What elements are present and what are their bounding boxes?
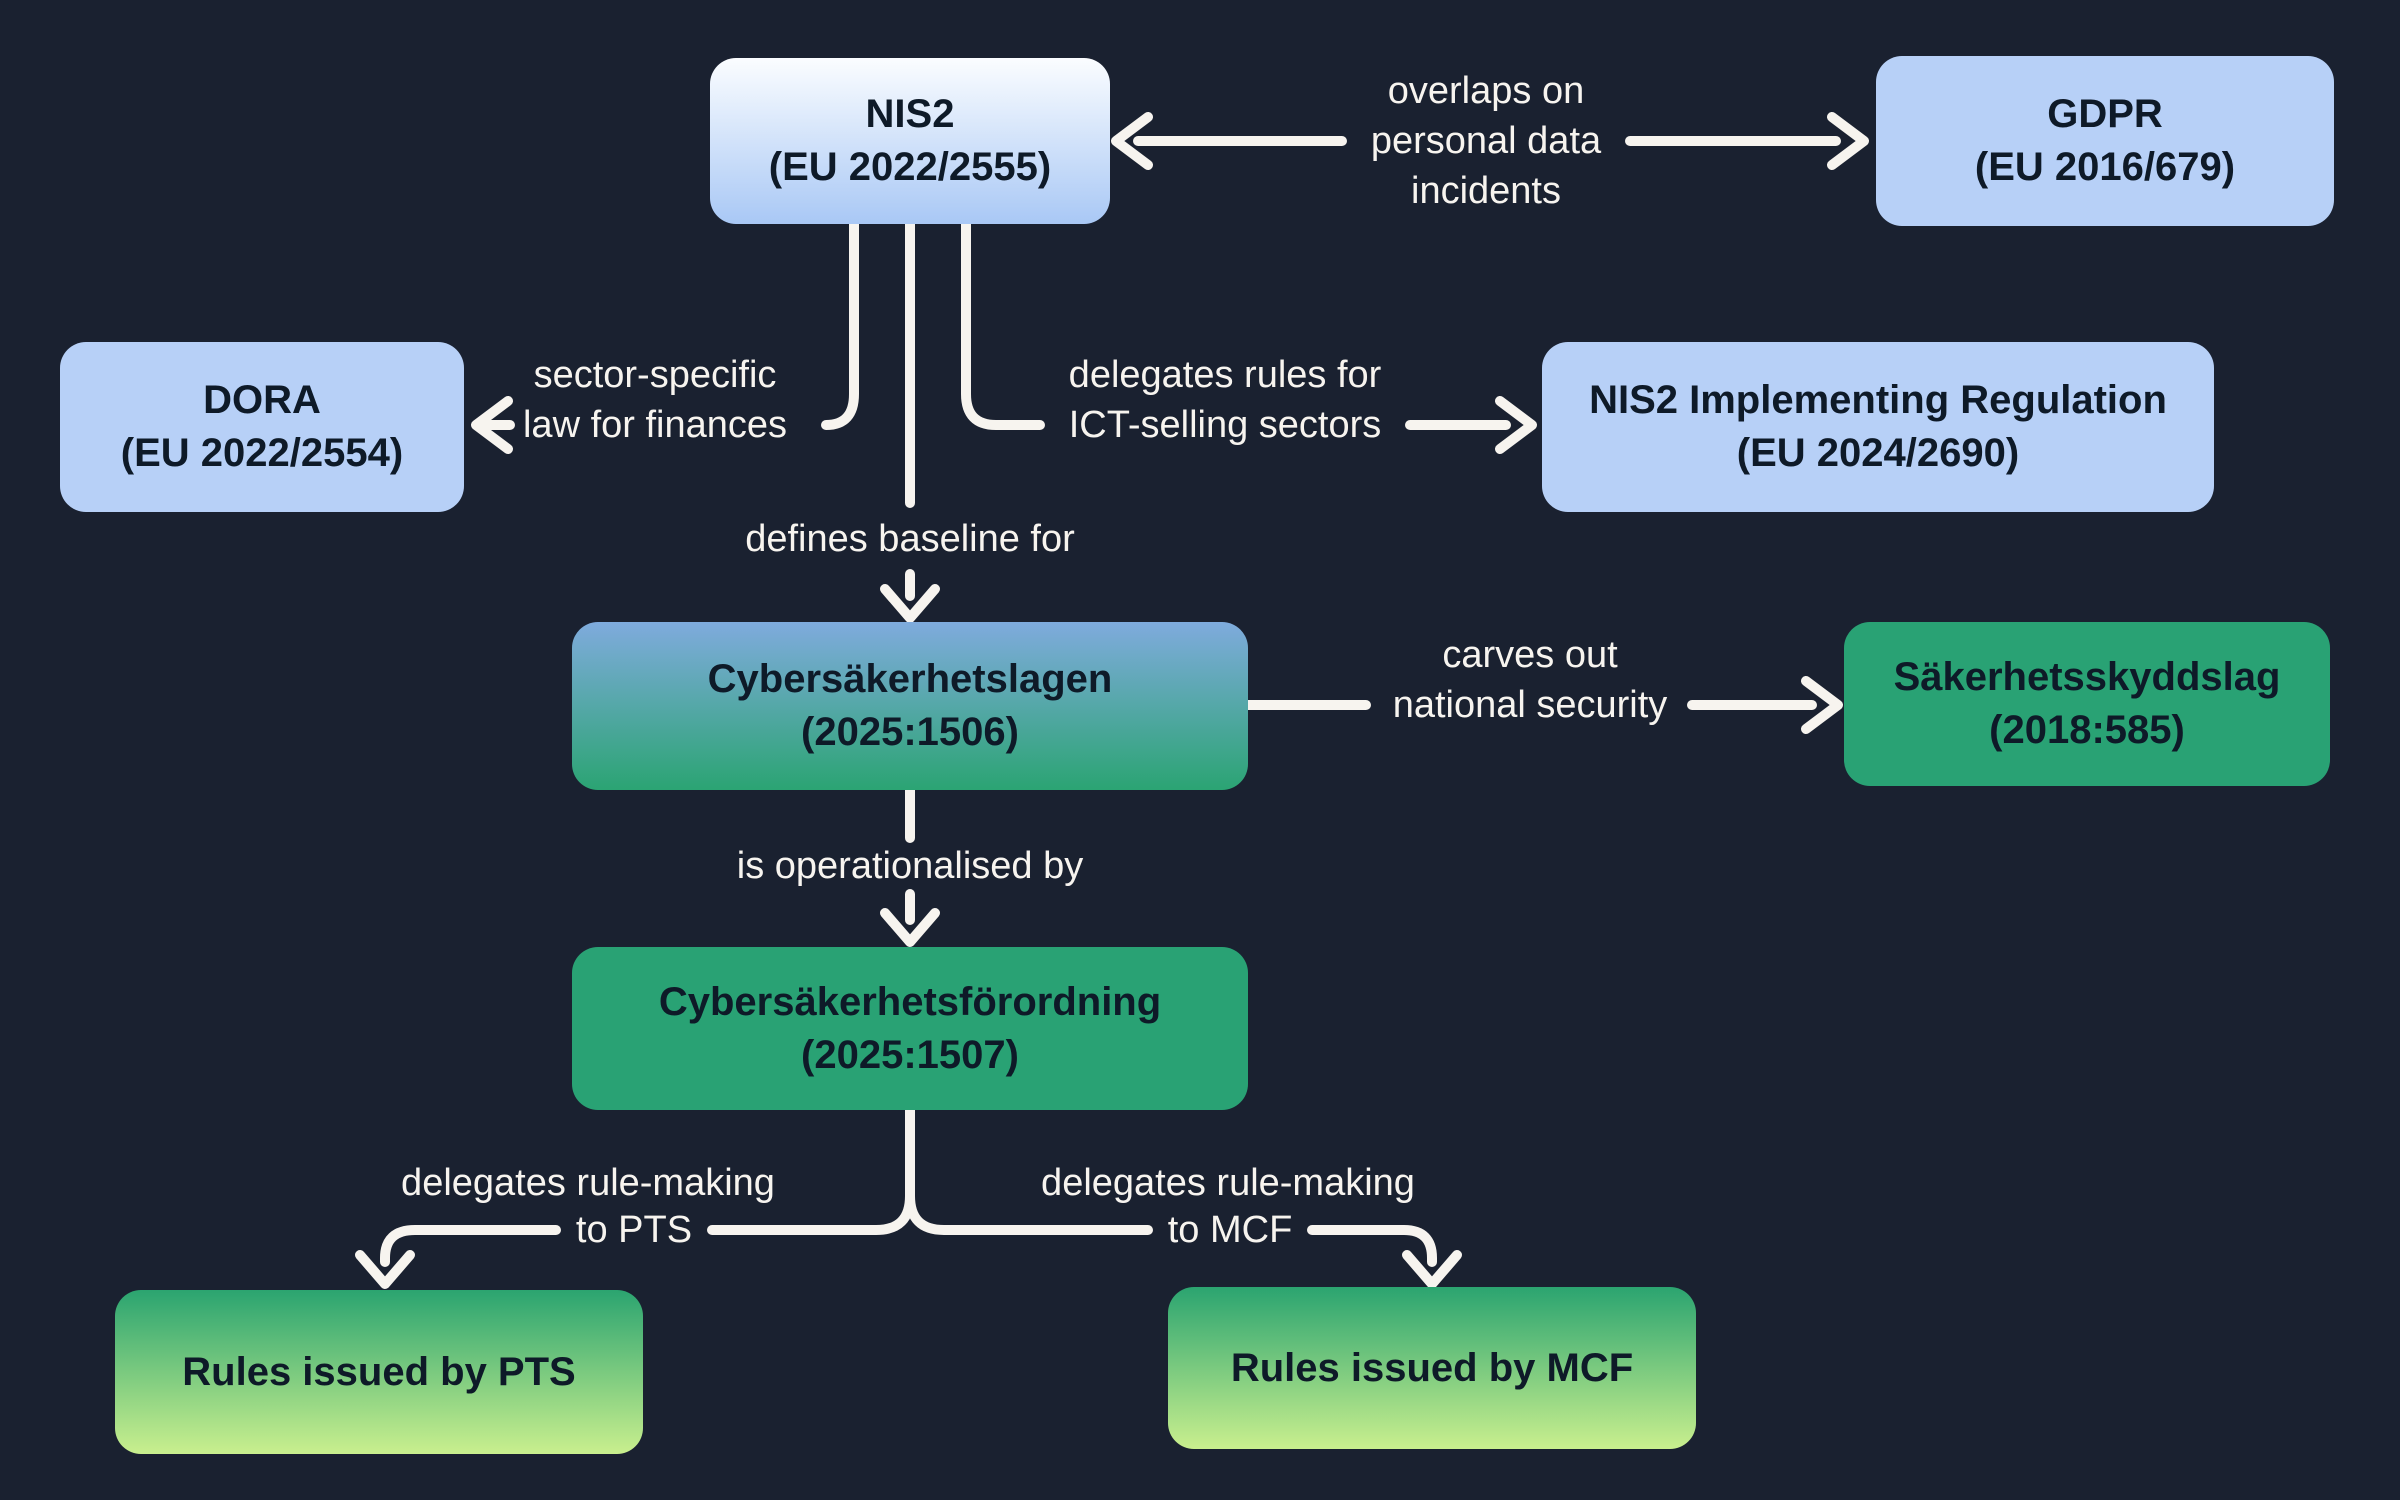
node-ref: (EU 2022/2554) [120,431,404,475]
label-nis2-implementing-regulation: delegates rules for ICT-selling sectors [1069,350,1382,450]
label-line: law for finances [522,404,788,446]
node-nis2-implementing-regulation: NIS2 Implementing Regulation (EU 2024/26… [1542,342,2214,512]
label-line: incidents [1411,170,1561,212]
label-line: is operationalised by [736,845,1084,887]
label-nis2-gdpr: overlaps on personal data incidents [1371,66,1601,216]
label-delegates-pts-line2: to PTS [576,1205,692,1255]
node-rules-issued-by-mcf: Rules issued by MCF [1168,1287,1696,1449]
node-title: Cybersäkerhetslagen [707,657,1113,701]
edge-cybersakerhetsforordning-mcf [905,1105,1462,1289]
label-operationalised: is operationalised by [737,841,1083,891]
label-line: delegates rules for [1068,354,1382,396]
node-title: GDPR [2047,92,2163,136]
node-title: NIS2 Implementing Regulation [1589,378,2167,422]
label-carves-out: carves out national security [1393,630,1668,730]
label-line: delegates rule-making [1041,1162,1415,1204]
node-title: Cybersäkerhetsförordning [658,979,1162,1024]
node-sakerhetsskyddslag: Säkerhetsskyddslag (2018:585) [1844,622,2330,786]
label-line: national security [1392,684,1668,726]
node-ref: (EU 2024/2690) [1736,431,2020,475]
label-nis2-dora: sector-specific law for finances [523,350,787,450]
edge-nis2-cybersakerhetslagen [880,219,940,623]
node-dora: DORA (EU 2022/2554) [60,342,464,512]
node-cybersakerhetslagen: Cybersäkerhetslagen (2025:1506) [572,622,1248,790]
edge-nis2-implementing-regulation [961,219,1537,454]
edge-cybersakerhetslagen-sakerhetsskyddslag [1243,676,1843,734]
edge-nis2-gdpr [1111,112,1869,170]
label-line: defines baseline for [745,518,1075,560]
node-gdpr: GDPR (EU 2016/679) [1876,56,2334,226]
edge-cybersakerhetslagen-cybersakerhetsforordning [880,785,940,947]
label-line: personal data [1370,120,1602,162]
label-delegates-mcf-line1: delegates rule-making [1041,1158,1415,1208]
node-title: Rules issued by PTS [182,1349,576,1394]
node-ref: (2025:1506) [801,710,1019,754]
label-line: to MCF [1167,1209,1293,1251]
label-delegates-mcf-line2: to MCF [1168,1205,1293,1255]
node-rules-issued-by-pts: Rules issued by PTS [115,1290,643,1454]
label-line: delegates rule-making [401,1162,775,1204]
node-title: DORA [203,378,321,422]
node-nis2: NIS2 (EU 2022/2555) [710,58,1110,224]
node-title: Rules issued by MCF [1230,1345,1634,1390]
edge-nis2-dora [471,219,859,454]
node-cybersakerhetsforordning: Cybersäkerhetsförordning (2025:1507) [572,947,1248,1110]
label-line: ICT-selling sectors [1068,404,1382,446]
node-title: Säkerhetsskyddslag [1893,655,2281,699]
label-line: carves out [1442,634,1618,676]
label-line: sector-specific [533,354,777,396]
label-delegates-pts-line1: delegates rule-making [401,1158,775,1208]
node-ref: (2025:1507) [801,1032,1019,1077]
node-ref: (2018:585) [1989,708,2185,752]
label-line: overlaps on [1387,70,1585,112]
node-ref: (EU 2016/679) [1974,145,2236,189]
node-ref: (EU 2022/2555) [768,145,1052,189]
label-defines-baseline: defines baseline for [745,514,1075,564]
label-line: to PTS [575,1209,693,1251]
node-title: NIS2 [865,92,955,136]
